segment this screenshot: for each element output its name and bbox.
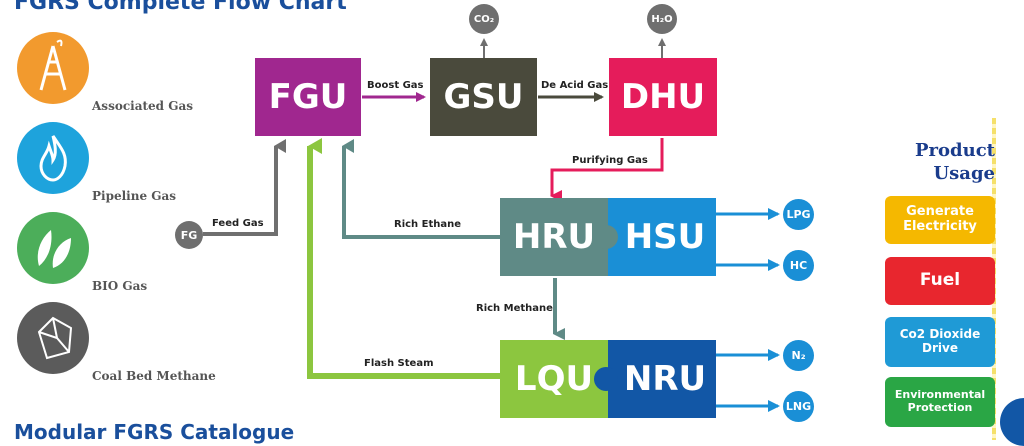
associated-gas-circle (17, 32, 89, 104)
nru-box: NRU (606, 340, 716, 418)
catalogue-title: Modular FGRS Catalogue (14, 420, 295, 444)
usage-co2-drive: Co2 Dioxide Drive (885, 317, 995, 367)
lng-node: LNG (783, 391, 814, 422)
product-usage-title-line2: Usage (933, 162, 995, 184)
bio-gas-circle (17, 212, 89, 284)
co2-node: CO₂ (469, 4, 499, 34)
product-usage-title: Product Usage (900, 140, 995, 185)
rich-methane-label: Rich Methane (476, 303, 553, 314)
flash-steam-label: Flash Steam (364, 358, 434, 369)
de-acid-gas-label: De Acid Gas (541, 80, 609, 91)
flame-icon (39, 135, 67, 182)
leaf-icon (37, 230, 71, 268)
hru-box: HRU (500, 198, 608, 276)
n2-node: N₂ (783, 340, 814, 371)
hru-connector-knob (594, 225, 618, 249)
associated-gas-label: Associated Gas (92, 99, 193, 113)
rich-ethane-label: Rich Ethane (394, 219, 462, 230)
product-usage-title-line1: Product (915, 140, 995, 161)
purifying-gas-label: Purifying Gas (572, 155, 648, 166)
coal-bed-methane-label: Coal Bed Methane (92, 369, 216, 383)
hc-node: HC (783, 250, 814, 281)
derrick-icon (39, 39, 67, 91)
usage-fuel: Fuel (885, 257, 995, 305)
fg-node: FG (175, 221, 203, 249)
pipeline-gas-label: Pipeline Gas (92, 189, 177, 203)
gsu-box: GSU (430, 58, 537, 136)
coal-icon (37, 316, 73, 360)
page-title: FGRS Complete Flow Chart (14, 0, 347, 15)
pipeline-gas-circle (17, 122, 89, 194)
feed-gas-label: Feed Gas (212, 218, 264, 229)
bio-gas-label: BIO Gas (92, 279, 148, 293)
usage-generate-electricity: Generate Electricity (885, 196, 995, 244)
boost-gas-label: Boost Gas (367, 80, 424, 91)
h2o-node: H₂O (647, 4, 677, 34)
usage-environmental-protection: Environmental Protection (885, 377, 995, 427)
lpg-node: LPG (783, 199, 814, 230)
fgu-box: FGU (255, 58, 361, 136)
hsu-box: HSU (606, 198, 716, 276)
nru-connector-knob (594, 367, 618, 391)
dhu-box: DHU (609, 58, 717, 136)
lqu-box: LQU (500, 340, 608, 418)
coal-bed-methane-circle (17, 302, 89, 374)
